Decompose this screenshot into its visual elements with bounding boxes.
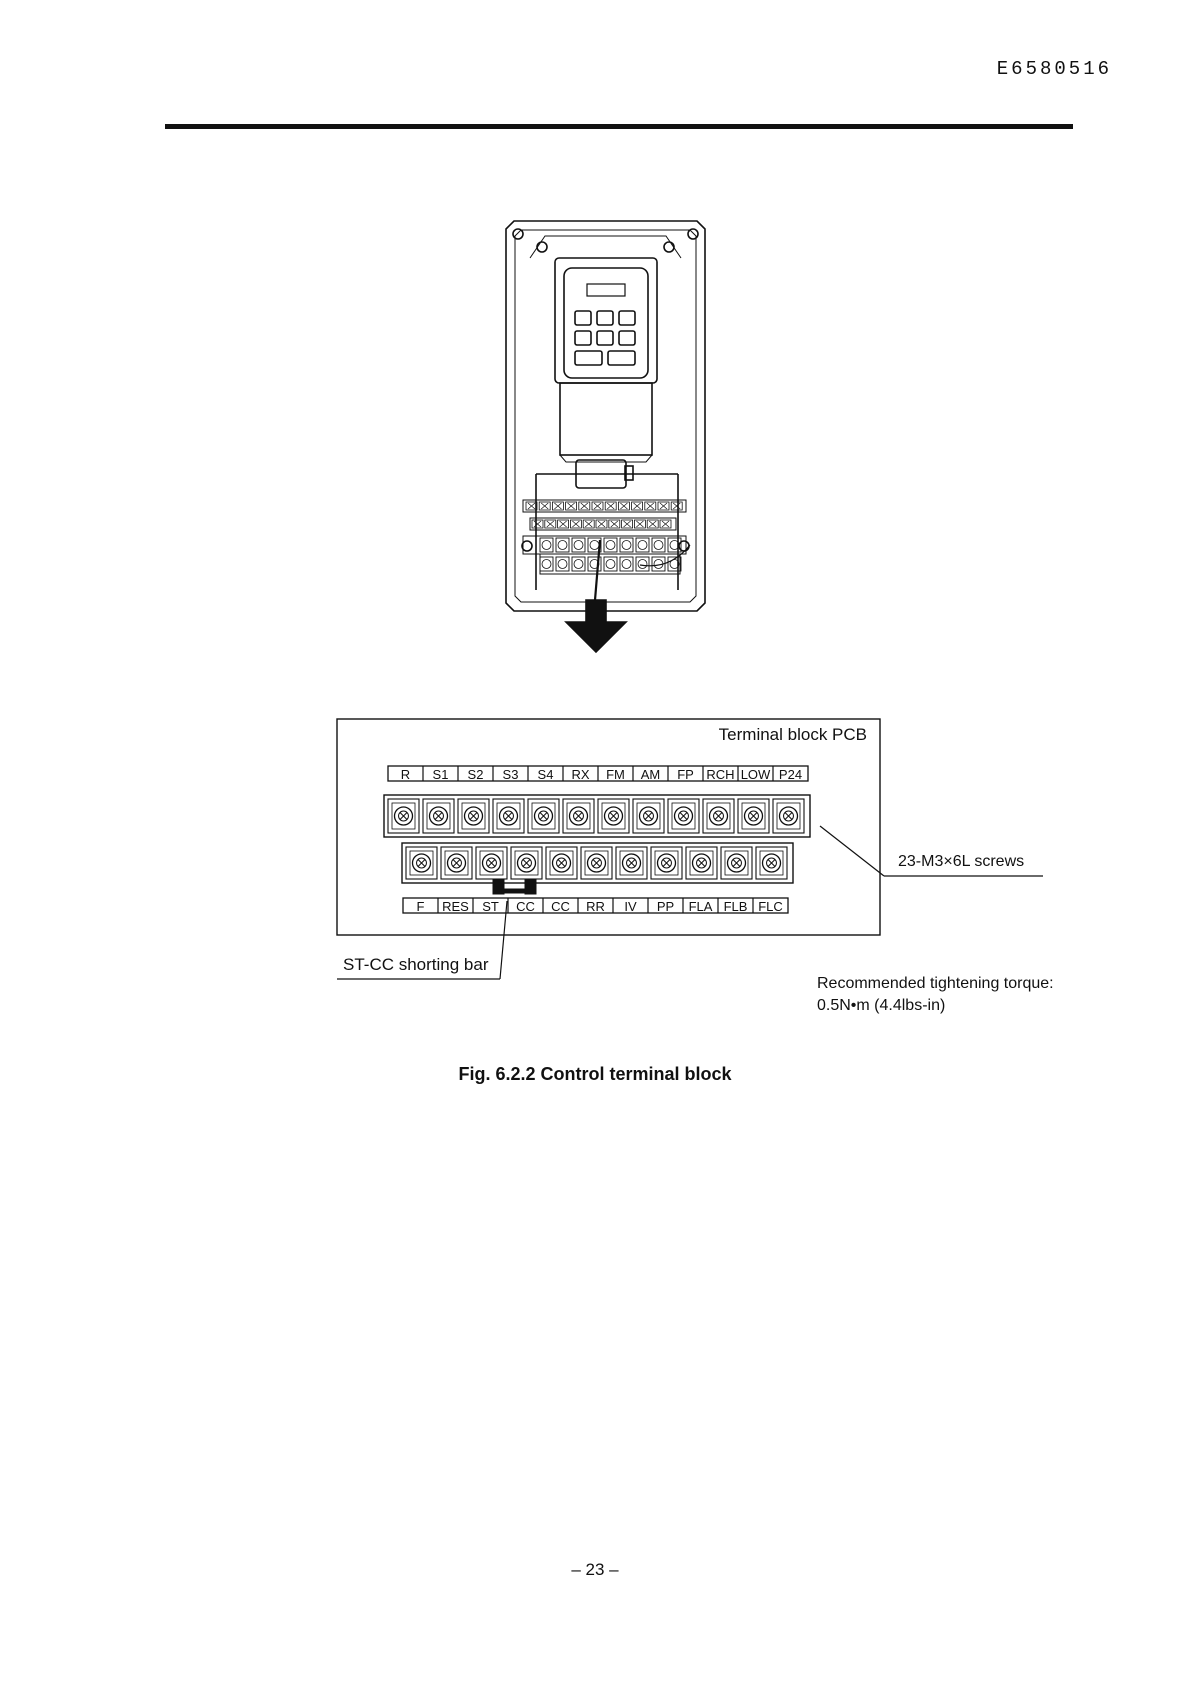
top-terminal [668,799,699,833]
screw-icon [535,807,553,825]
screws-label: 23-M3×6L screws [898,853,1024,870]
shorting-bar [493,880,536,894]
screw-icon [763,854,781,872]
screw-icon [570,807,588,825]
bottom-terminal-row [402,843,793,883]
screw-icon [518,854,536,872]
page-number: – 23 – [0,1560,1190,1580]
top-terminal-label: FP [677,767,694,782]
bottom-terminal [511,847,542,879]
top-terminal [528,799,559,833]
shorting-bar-label: ST-CC shorting bar [343,955,489,974]
bottom-terminal [686,847,717,879]
torque-value: 0.5N•m (4.4lbs-in) [817,997,945,1014]
top-terminal-label: RCH [706,767,734,782]
top-terminal-label: R [401,767,410,782]
top-terminal [738,799,769,833]
screw-icon [605,807,623,825]
bottom-terminal-label: RR [586,899,605,914]
bottom-terminal-label: IV [624,899,637,914]
screw-icon [413,854,431,872]
screw-icon [623,854,641,872]
control-terminal-figure: Terminal block PCB R S1 S2 S3 S4 RX FM AM FP RCH L… [0,0,1190,1150]
top-terminal-label: FM [606,767,625,782]
bottom-terminal [616,847,647,879]
bottom-terminal [756,847,787,879]
top-terminal [563,799,594,833]
screw-icon [745,807,763,825]
top-terminal-label: P24 [779,767,802,782]
screw-icon [448,854,466,872]
bottom-terminal-label: CC [516,899,535,914]
top-terminal [493,799,524,833]
bottom-terminal [546,847,577,879]
top-terminal [773,799,804,833]
screw-icon [430,807,448,825]
top-terminal-label: S1 [433,767,449,782]
bottom-terminal [721,847,752,879]
bottom-label-strip: F RES ST CC CC RR IV PP FLA FLB FLC [403,898,788,914]
screw-icon [693,854,711,872]
bottom-terminal-label: FLB [724,899,748,914]
top-terminal-label: AM [641,767,661,782]
bottom-terminal-label: F [417,899,425,914]
top-terminal [458,799,489,833]
screw-icon [588,854,606,872]
bottom-terminal-label: RES [442,899,469,914]
top-terminal [423,799,454,833]
torque-label: Recommended tightening torque: [817,975,1054,992]
screw-icon [710,807,728,825]
screw-icon [500,807,518,825]
top-terminal-row [384,795,810,837]
bottom-terminal [476,847,507,879]
screw-icon [728,854,746,872]
top-terminal-label: S4 [538,767,554,782]
screw-icon [553,854,571,872]
bottom-terminal [441,847,472,879]
inverter-front-view [506,221,705,652]
bottom-terminal-label: ST [482,899,499,914]
bottom-terminal-label: FLA [689,899,713,914]
bottom-terminal [651,847,682,879]
top-terminal-label: S2 [468,767,484,782]
top-terminal-label: RX [571,767,589,782]
top-terminal [703,799,734,833]
screw-icon [675,807,693,825]
bottom-terminal-label: CC [551,899,570,914]
top-terminal [388,799,419,833]
top-terminal [598,799,629,833]
screw-icon [465,807,483,825]
bottom-terminal-label: FLC [758,899,783,914]
screw-icon [395,807,413,825]
bottom-terminal [581,847,612,879]
figure-caption: Fig. 6.2.2 Control terminal block [0,1064,1190,1085]
screw-icon [483,854,501,872]
screw-icon [658,854,676,872]
top-terminal-label: LOW [741,767,771,782]
pcb-title: Terminal block PCB [719,725,867,744]
screw-icon [640,807,658,825]
top-terminal-label: S3 [503,767,519,782]
bottom-terminal-label: PP [657,899,674,914]
top-label-strip: R S1 S2 S3 S4 RX FM AM FP RCH LOW P24 [388,766,808,782]
top-terminal [633,799,664,833]
screw-icon [780,807,798,825]
bottom-terminal [406,847,437,879]
